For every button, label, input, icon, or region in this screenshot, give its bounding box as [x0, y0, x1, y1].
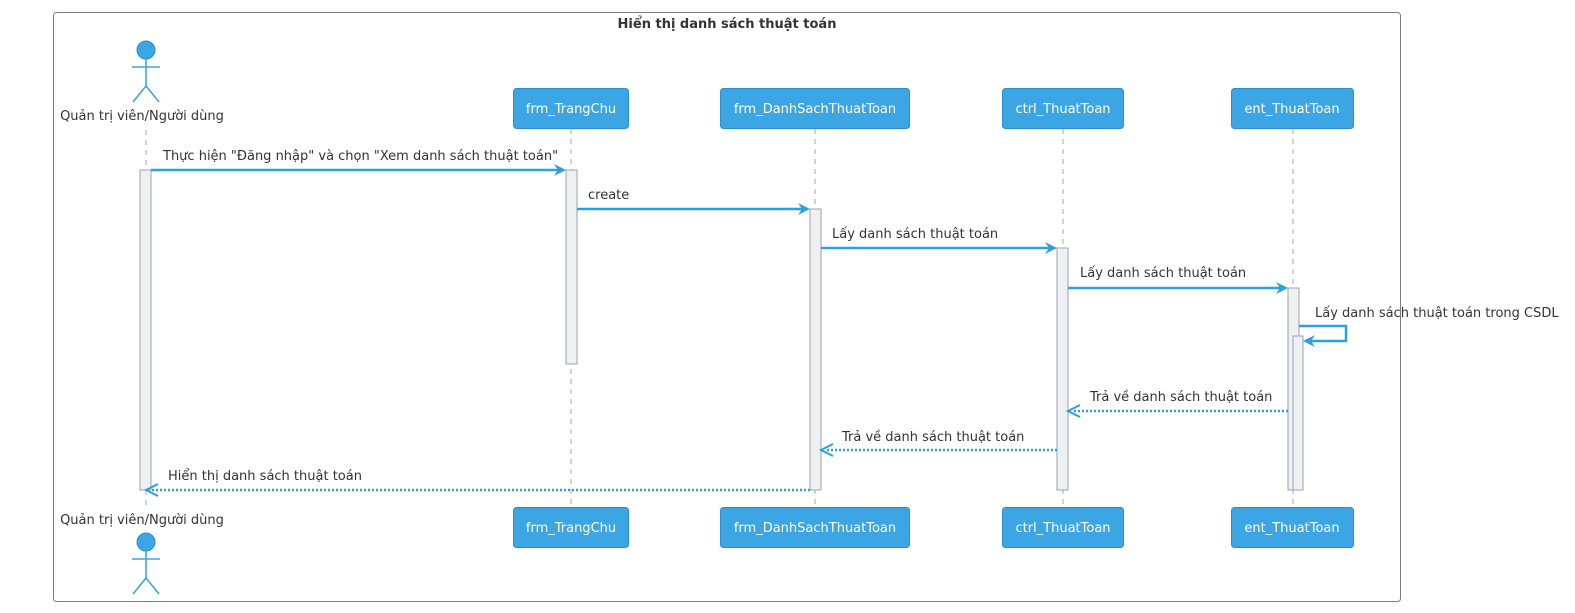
activation-ent-thuattoan-nested — [1292, 335, 1304, 491]
message-label: create — [588, 188, 629, 203]
open-arrowhead — [143, 483, 159, 497]
svg-text:frm_DanhSachThuatToan: frm_DanhSachThuatToan — [734, 521, 896, 536]
actor-label-bottom: Quản trị viên/Người dùng — [60, 513, 224, 528]
frame-title: Hiển thị danh sách thuật toán — [618, 16, 837, 32]
svg-text:frm_TrangChu: frm_TrangChu — [526, 521, 616, 536]
participant-frm-trangchu-bottom: frm_TrangChu — [513, 507, 629, 548]
arrowhead — [1276, 282, 1288, 294]
activation-frm-danhsach — [809, 208, 822, 491]
svg-text:ctrl_ThuatToan: ctrl_ThuatToan — [1015, 102, 1110, 117]
message-label: Lấy danh sách thuật toán — [832, 227, 998, 242]
participant-frm-danhsach-top: frm_DanhSachThuatToan — [720, 88, 910, 129]
arrowhead — [554, 164, 566, 176]
actor-icon — [132, 40, 160, 103]
participant-ctrl-thuattoan-top: ctrl_ThuatToan — [1002, 88, 1124, 129]
message-label: Trả về danh sách thuật toán — [841, 430, 1024, 445]
svg-text:ent_ThuatToan: ent_ThuatToan — [1244, 102, 1339, 117]
participant-ent-thuattoan-bottom: ent_ThuatToan — [1231, 507, 1354, 548]
participant-frm-trangchu-top: frm_TrangChu — [513, 88, 629, 129]
message-label: Lấy danh sách thuật toán trong CSDL — [1315, 306, 1559, 321]
svg-text:ctrl_ThuatToan: ctrl_ThuatToan — [1015, 521, 1110, 536]
activation-ctrl-thuattoan — [1056, 247, 1069, 491]
arrowhead — [1045, 242, 1057, 254]
participant-ctrl-thuattoan-bottom: ctrl_ThuatToan — [1002, 507, 1124, 548]
activation-actor — [139, 169, 152, 491]
self-message-arrow — [1299, 324, 1348, 343]
svg-text:frm_TrangChu: frm_TrangChu — [526, 102, 616, 117]
message-label: Thực hiện "Đăng nhập" và chọn "Xem danh … — [162, 149, 558, 164]
actor-label-top: Quản trị viên/Người dùng — [60, 109, 224, 124]
activation-frm-trangchu — [565, 169, 578, 365]
open-arrowhead — [818, 443, 834, 457]
message-label: Hiển thị danh sách thuật toán — [168, 469, 362, 484]
participant-ent-thuattoan-top: ent_ThuatToan — [1231, 88, 1354, 129]
arrowhead — [1303, 335, 1315, 347]
message-label: Trả về danh sách thuật toán — [1089, 390, 1272, 405]
message-label: Lấy danh sách thuật toán — [1080, 266, 1246, 281]
open-arrowhead — [1065, 404, 1081, 418]
svg-text:frm_DanhSachThuatToan: frm_DanhSachThuatToan — [734, 102, 896, 117]
svg-text:ent_ThuatToan: ent_ThuatToan — [1244, 521, 1339, 536]
diagram-frame — [53, 12, 1401, 602]
actor-icon-bottom — [132, 532, 160, 595]
arrowhead — [798, 203, 810, 215]
participant-frm-danhsach-bottom: frm_DanhSachThuatToan — [720, 507, 910, 548]
